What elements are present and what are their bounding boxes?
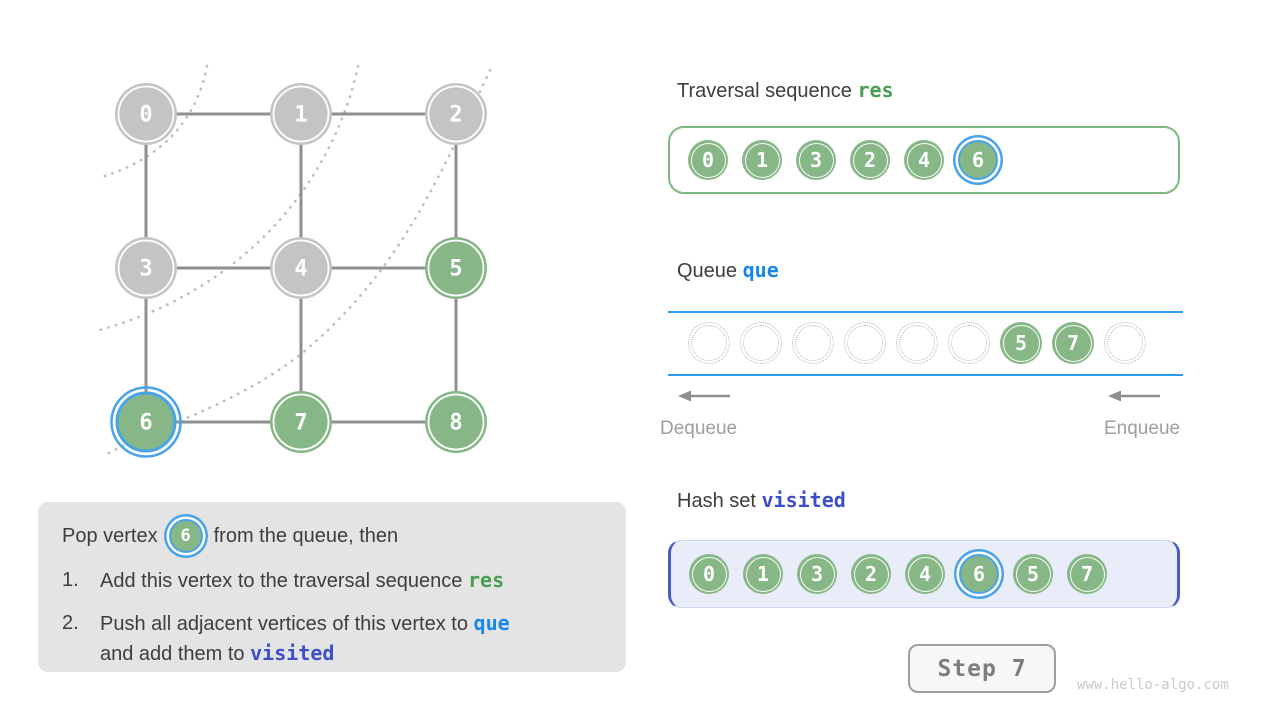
watermark-text: www.hello-algo.com [1077,677,1229,693]
node-2: 2 [851,554,891,594]
vertex-label-4: 4 [294,257,307,282]
step-2-text: Push all adjacent vertices of this verte… [100,609,626,669]
graph-vertex-1: 1 [270,83,332,145]
vertex-label-7: 7 [294,411,307,436]
queue-keyword: que [742,258,779,282]
queue-empty-slot [896,322,938,364]
node-7: 7 [1067,554,1107,594]
visited-section-title: Hash set visited [677,488,846,513]
node-2: 2 [850,140,890,180]
node-1: 1 [743,554,783,594]
step-2-number: 2. [62,612,79,634]
step-2-code-2: visited [250,641,335,665]
vertex-label-6: 6 [139,411,152,436]
step-2-body: Push all adjacent vertices of this verte… [100,613,468,635]
queue-empty-slot [740,322,782,364]
node-7: 7 [1052,322,1094,364]
res-section-title: Traversal sequence res [677,78,894,103]
pop-prefix-text: Pop vertex [62,524,158,547]
bfs-level-arc [98,64,360,332]
vertex-label-8: 8 [449,411,462,436]
step-button[interactable]: Step 7 [908,644,1056,693]
graph-vertex-7: 7 [270,391,332,453]
queue-empty-slot [844,322,886,364]
queue-title-text: Queue [677,260,738,282]
queue-top-line [668,311,1183,313]
node-0: 0 [688,140,728,180]
explanation-step-2: 2. Push all adjacent vertices of this ve… [38,609,626,669]
vertex-label-1: 1 [294,103,307,128]
graph-vertex-4: 4 [270,237,332,299]
step-2-code: que [473,611,510,635]
vertex-label-0: 0 [139,103,152,128]
graph-vertex-5: 5 [425,237,487,299]
node-3: 3 [797,554,837,594]
step-2-body-2: and add them to [100,643,245,665]
visited-keyword: visited [761,488,846,512]
popped-vertex-value: 6 [180,526,191,546]
step-1-number: 1. [62,569,79,591]
res-keyword: res [857,78,894,102]
step-1-text: Add this vertex to the traversal sequenc… [100,566,626,596]
graph-vertex-8: 8 [425,391,487,453]
queue-empty-slot [688,322,730,364]
node-6: 6 [958,140,998,180]
node-6: 6 [959,554,999,594]
graph-vertex-0: 0 [115,83,177,145]
graph-vertex-2: 2 [425,83,487,145]
explanation-box: Pop vertex 6 from the queue, then 1. Add… [38,502,626,672]
vertex-label-3: 3 [139,257,152,282]
queue-bottom-line [668,374,1183,376]
vertex-label-2: 2 [449,103,462,128]
node-5: 5 [1013,554,1053,594]
node-5: 5 [1000,322,1042,364]
step-1-code: res [467,568,505,592]
node-4: 4 [905,554,945,594]
enqueue-label: Enqueue [1104,418,1181,439]
queue-empty-slot [792,322,834,364]
graph-vertex-3: 3 [115,237,177,299]
node-0: 0 [689,554,729,594]
explanation-step-1: 1. Add this vertex to the traversal sequ… [38,566,626,596]
visited-title-text: Hash set [677,490,756,512]
graph-vertex-6: 6 [110,386,182,458]
queue-section-title: Queue que [677,258,779,283]
dequeue-label: Dequeue [660,418,738,439]
res-title-text: Traversal sequence [677,80,852,102]
node-1: 1 [742,140,782,180]
graph-svg: 0 1 2 3 4 5 6 7 8 [96,64,492,458]
vertex-label-5: 5 [449,257,462,282]
node-4: 4 [904,140,944,180]
dequeue-arrow-icon [678,390,730,402]
queue-empty-slot [948,322,990,364]
node-3: 3 [796,140,836,180]
enqueue-arrow-icon [1108,390,1160,402]
queue-empty-slot [1104,322,1146,364]
pop-suffix-text: from the queue, then [213,524,399,547]
explanation-pop-line: Pop vertex 6 from the queue, then [38,502,626,553]
step-1-body: Add this vertex to the traversal sequenc… [100,570,463,592]
popped-vertex-badge: 6 [168,519,203,553]
